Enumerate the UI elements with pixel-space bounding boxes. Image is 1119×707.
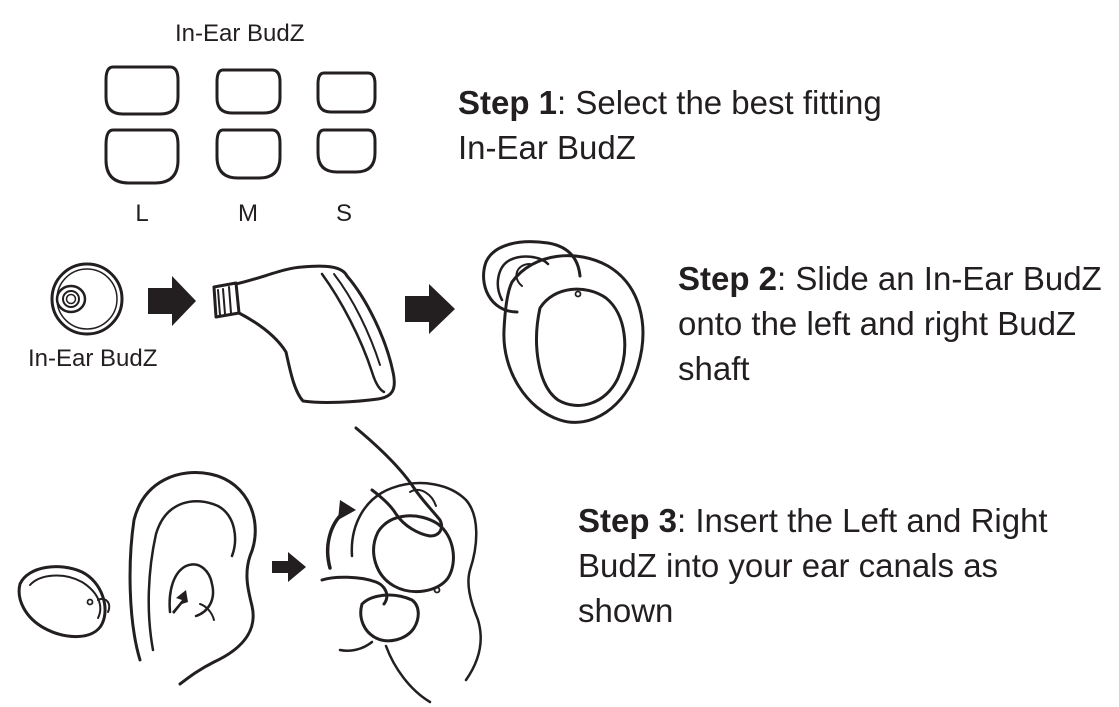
arrow-into-ear-icon bbox=[172, 590, 188, 614]
eartip-size-set bbox=[104, 65, 377, 185]
eartip-small-bottom-icon bbox=[316, 128, 377, 174]
earbud-small-icon bbox=[17, 565, 111, 639]
size-label-large: L bbox=[135, 200, 149, 227]
earbud-with-tip-icon bbox=[482, 240, 645, 424]
finger-insert-earbud-icon bbox=[320, 426, 482, 704]
step-3-number: Step 3 bbox=[578, 502, 678, 539]
eartip-large-bottom-icon bbox=[104, 128, 180, 185]
step-3-line-2: BudZ into your ear canals as bbox=[578, 547, 999, 584]
eartip-small-top-icon bbox=[316, 71, 377, 114]
step-1-line-2: In-Ear BudZ bbox=[458, 129, 636, 166]
eartip-medium-bottom-icon bbox=[215, 128, 282, 180]
arrow-right-icon bbox=[405, 284, 455, 334]
step-3-instruction: : Insert the Left and Right bbox=[677, 502, 1048, 539]
size-label-medium: M bbox=[238, 200, 258, 227]
arrow-right-icon bbox=[272, 552, 306, 582]
step-2-number: Step 2 bbox=[678, 260, 778, 297]
size-label-small: S bbox=[335, 200, 352, 227]
arrow-right-icon bbox=[148, 276, 196, 326]
eartip-caption: In-Ear BudZ bbox=[28, 345, 158, 372]
step-3-line-3: shown bbox=[578, 592, 674, 629]
step-3-line-1: Step 3: Insert the Left and Right bbox=[578, 498, 1048, 543]
step-2-line-3: shaft bbox=[678, 350, 750, 387]
ear-illustration-icon bbox=[128, 471, 257, 686]
step-2-instruction: : Slide an In-Ear BudZ bbox=[777, 260, 1102, 297]
step-1-line-1: Step 1: Select the best fitting bbox=[458, 80, 882, 125]
step-2-text: Step 2: Slide an In-Ear BudZ onto the le… bbox=[678, 256, 1102, 391]
step-3-text: Step 3: Insert the Left and Right BudZ i… bbox=[578, 498, 1048, 633]
step-1-number: Step 1 bbox=[458, 84, 558, 121]
step-2-line-2: onto the left and right BudZ bbox=[678, 305, 1077, 342]
step-2-line-1: Step 2: Slide an In-Ear BudZ bbox=[678, 256, 1102, 301]
eartip-front-view-icon bbox=[50, 262, 124, 336]
eartip-medium-top-icon bbox=[215, 68, 282, 115]
eartip-large-top-icon bbox=[104, 65, 180, 116]
step-1-instruction: : Select the best fitting bbox=[557, 84, 882, 121]
earbud-side-view-icon bbox=[212, 264, 396, 404]
eartips-title: In-Ear BudZ bbox=[175, 20, 305, 47]
step-1-text: Step 1: Select the best fitting In-Ear B… bbox=[458, 80, 882, 170]
